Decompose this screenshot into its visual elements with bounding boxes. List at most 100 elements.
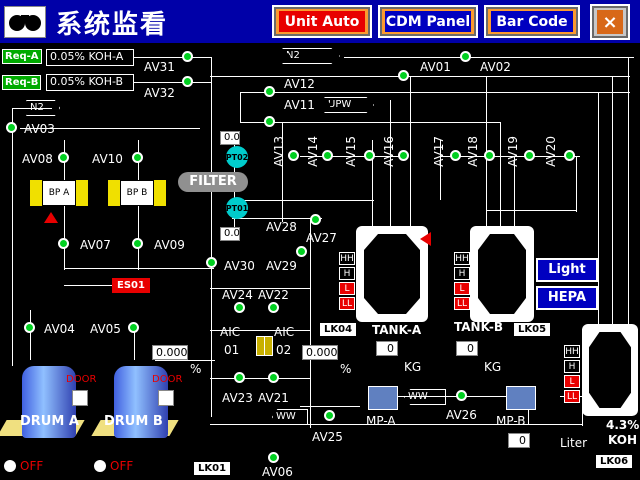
pipe [234,200,374,201]
valve-av12-label: AV12 [284,77,315,91]
valve-av05[interactable] [128,322,139,333]
pipe [410,76,411,226]
valve-av02-label: AV02 [480,60,511,74]
light-button[interactable]: Light [536,258,598,282]
tank-b-value: 0 [456,341,478,356]
valve-av11-label: AV11 [284,98,315,112]
valve-av31[interactable] [182,51,193,62]
drum-b-status: OFF [110,459,134,473]
ww-left-tag: WW [272,409,308,425]
valve-av13[interactable] [288,150,299,161]
valve-av19[interactable] [524,150,535,161]
koh-percent: 4.3% [606,418,640,432]
bp-b-label: BP B [120,180,154,206]
valve-av08[interactable] [58,152,69,163]
koh-tank[interactable] [582,324,638,416]
mid-flow-value: 0.000 [302,345,338,360]
tank-a[interactable] [356,226,428,322]
pipe [282,122,283,222]
close-button[interactable]: × [590,4,630,40]
pipe [486,210,576,211]
pipe [576,156,577,212]
valve-av17[interactable] [450,150,461,161]
valve-av09[interactable] [132,238,143,249]
valve-av15-label: AV15 [344,136,358,167]
valve-av21[interactable] [268,372,279,383]
cdm-panel-button[interactable]: CDM Panel [378,5,478,38]
koh-unit: Liter [560,436,588,450]
pipe [372,140,373,230]
valve-av26[interactable] [456,390,467,401]
valve-av06[interactable] [268,452,279,463]
pipe [192,82,212,83]
valve-av30[interactable] [206,257,217,268]
valve-av02[interactable] [460,51,471,62]
valve-av07[interactable] [58,238,69,249]
valve-av14-label: AV14 [306,136,320,167]
es01-emergency-stop[interactable]: ES01 [112,278,150,293]
valve-av29[interactable] [296,246,307,257]
valve-av24[interactable] [234,302,245,313]
valve-av01-label: AV01 [420,60,451,74]
valve-av01[interactable] [398,70,409,81]
tank-a-level-ll: LL [339,297,355,310]
valve-av29-label: AV29 [266,259,297,273]
pipe [514,156,515,226]
pipe [20,128,200,129]
valve-av11[interactable] [264,116,275,127]
valve-av12[interactable] [264,86,275,97]
drum-a-status: OFF [20,459,44,473]
bar-code-label: Bar Code [491,11,573,32]
tank-a-name: TANK-A [372,323,422,337]
binoculars-icon [4,6,46,38]
mp-a-pump[interactable] [368,386,398,410]
valve-av17-label: AV17 [432,136,446,167]
valve-av22[interactable] [268,302,279,313]
valve-av03[interactable] [6,122,17,133]
mp-b-pump[interactable] [506,386,536,410]
lk04-tag: LK04 [320,323,357,336]
pipe [64,285,134,286]
mid-flow-unit: % [340,362,352,376]
valve-av10-label: AV10 [92,152,123,166]
valve-av32[interactable] [182,76,193,87]
valve-av16[interactable] [398,150,409,161]
aic02-label: AIC [274,325,295,339]
drum-b-door-indicator [158,390,174,406]
pipe [500,122,501,228]
pipe [300,156,400,157]
drum-a[interactable] [22,366,76,438]
drum-a-door-label: DOOR [66,374,97,385]
valve-av25[interactable] [324,410,335,421]
valve-av14[interactable] [322,150,333,161]
bar-code-button[interactable]: Bar Code [484,5,580,38]
hepa-button[interactable]: HEPA [536,286,598,310]
unit-auto-button[interactable]: Unit Auto [272,5,372,38]
valve-av18[interactable] [484,150,495,161]
pt02-value: 0.0 [220,131,240,145]
valve-av27[interactable] [310,214,321,225]
valve-av23[interactable] [234,372,245,383]
valve-av28-label: AV28 [266,220,297,234]
valve-av18-label: AV18 [466,136,480,167]
koh-level-hh: HH [564,345,580,358]
pipe [134,57,186,58]
close-icon: × [597,10,623,34]
tank-b-unit: KG [484,360,502,374]
valve-av22-label: AV22 [258,288,289,302]
bp-a-label: BP A [42,180,76,206]
valve-av10[interactable] [132,152,143,163]
pipe [211,57,212,417]
valve-av24-label: AV24 [222,288,253,302]
valve-av31-label: AV31 [144,60,175,74]
lk06-tag: LK06 [596,455,633,468]
valve-av16-label: AV16 [382,136,396,167]
valve-av04[interactable] [24,322,35,333]
pipe [310,218,311,428]
req-b-value: 0.05% KOH-B [46,74,134,91]
valve-av20[interactable] [564,150,575,161]
drum-b-status-indicator [94,460,106,472]
tank-b[interactable] [470,226,534,322]
valve-av15[interactable] [364,150,375,161]
pt02-gauge: PT02 [226,146,248,168]
